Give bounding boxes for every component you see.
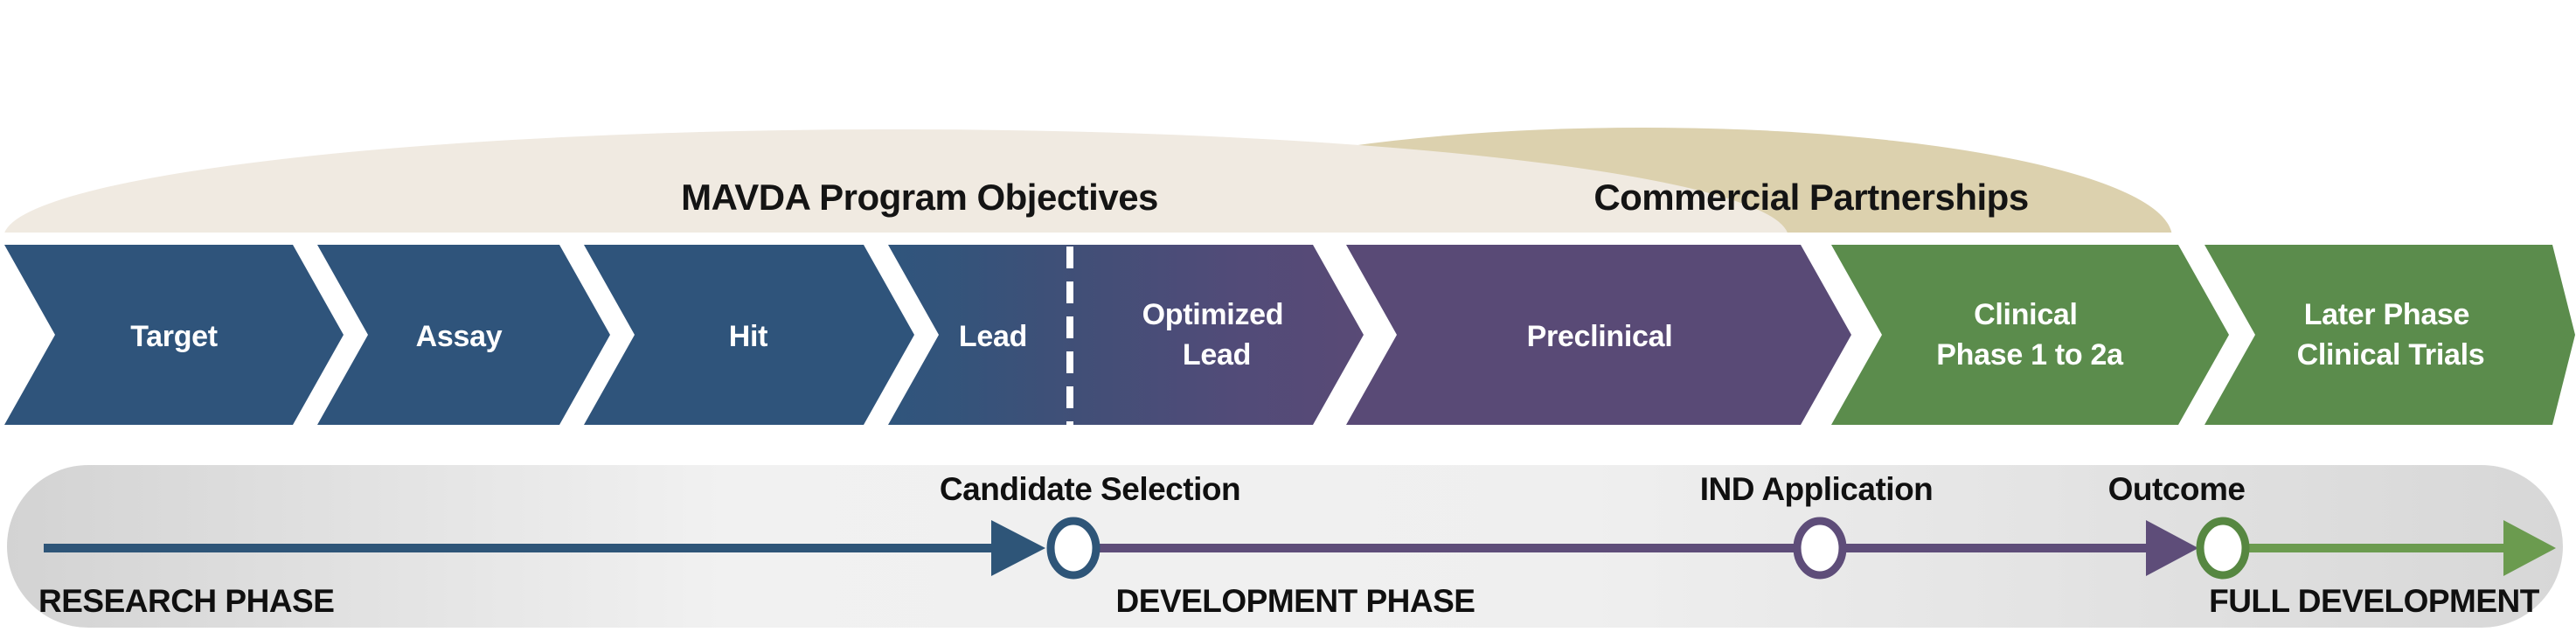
label-candidate-selection: Candidate Selection <box>940 471 1240 507</box>
chevron-clinical-phase-1-2a <box>1831 245 2229 425</box>
label-ind-application: IND Application <box>1700 471 1934 507</box>
development-arrowhead <box>2146 520 2198 576</box>
label-lead: Lead <box>959 320 1027 353</box>
label-assay: Assay <box>416 320 503 353</box>
program-objectives-arc <box>4 129 1788 233</box>
label-development-phase: DEVELOPMENT PHASE <box>1116 583 1475 619</box>
label-optimized-lead: Optimized Lead <box>1142 298 1292 372</box>
chevron-preclinical <box>1346 245 1851 425</box>
label-full-development: FULL DEVELOPMENT <box>2209 583 2540 619</box>
chevron-lead-optimized-lead <box>888 245 1364 425</box>
chevron-hit <box>584 245 914 425</box>
chevron-assay <box>317 245 610 425</box>
candidate-selection-marker <box>1046 517 1101 580</box>
full-development-arrowhead <box>2503 520 2556 576</box>
commercial-partnerships-title: Commercial Partnerships <box>1594 177 2028 218</box>
label-clinical-phase-1-2a: Clinical Phase 1 to 2a <box>1936 298 2124 372</box>
label-hit: Hit <box>729 320 767 353</box>
label-later-phase-clinical-trials: Later Phase Clinical Trials <box>2297 298 2485 372</box>
ind-application-marker <box>1793 517 1847 580</box>
outcome-marker <box>2196 517 2250 580</box>
label-research-phase: RESEARCH PHASE <box>38 583 334 619</box>
chevron-target <box>4 245 344 425</box>
label-preclinical: Preclinical <box>1527 320 1673 353</box>
program-objectives-title: MAVDA Program Objectives <box>681 177 1158 218</box>
label-outcome: Outcome <box>2108 471 2246 507</box>
research-arrowhead <box>991 520 1045 576</box>
chevron-later-phase-clinical-trials <box>2205 245 2575 425</box>
label-target: Target <box>130 320 218 353</box>
